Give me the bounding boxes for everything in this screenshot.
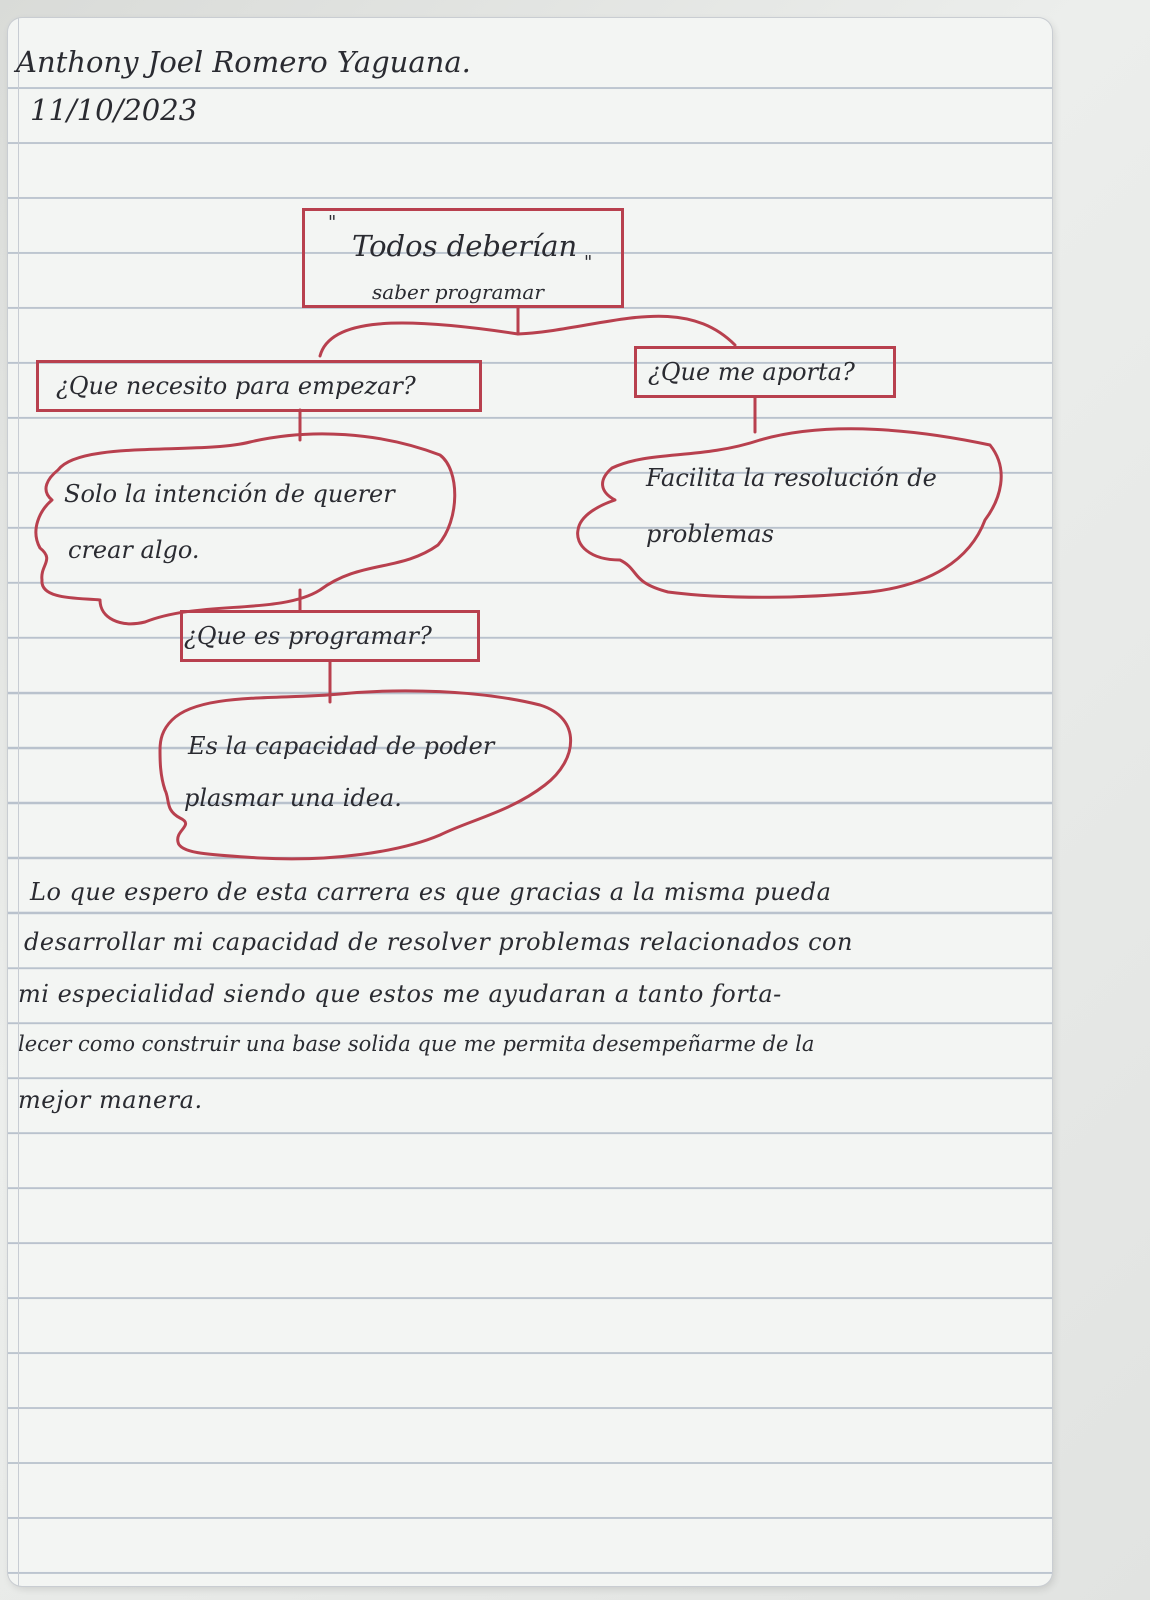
right-question-box xyxy=(634,346,896,398)
right-question-text: ¿Que me aporta? xyxy=(648,358,855,386)
author-name: Anthony Joel Romero Yaguana. xyxy=(16,45,471,79)
root-close-quote: " xyxy=(584,252,593,273)
left-answer-line-2: crear algo. xyxy=(68,536,200,564)
right-answer-line-2: problemas xyxy=(646,520,774,548)
page-margin-line xyxy=(18,18,19,1586)
bottom-answer-line-2: plasmar una idea. xyxy=(184,784,402,812)
right-answer-line-1: Facilita la resolución de xyxy=(646,464,937,492)
date: 11/10/2023 xyxy=(30,93,198,127)
left-question-box xyxy=(36,360,482,412)
paragraph-line-5: mejor manera. xyxy=(18,1086,203,1114)
paragraph-line-2: desarrollar mi capacidad de resolver pro… xyxy=(24,928,853,956)
root-line-2: saber programar xyxy=(372,280,544,304)
bottom-answer-line-1: Es la capacidad de poder xyxy=(188,732,495,760)
paragraph-line-4: lecer como construir una base solida que… xyxy=(18,1032,815,1056)
bottom-question-box xyxy=(180,610,480,662)
root-box xyxy=(302,208,624,308)
root-open-quote: " xyxy=(328,212,337,233)
left-answer-line-1: Solo la intención de querer xyxy=(64,480,395,508)
paragraph-line-3: mi especialidad siendo que estos me ayud… xyxy=(18,980,782,1008)
root-line-1: Todos deberían xyxy=(352,229,578,263)
left-question-text: ¿Que necesito para empezar? xyxy=(56,372,416,400)
bottom-question-text: ¿Que es programar? xyxy=(184,622,432,650)
paragraph-line-1: Lo que espero de esta carrera es que gra… xyxy=(30,878,832,906)
